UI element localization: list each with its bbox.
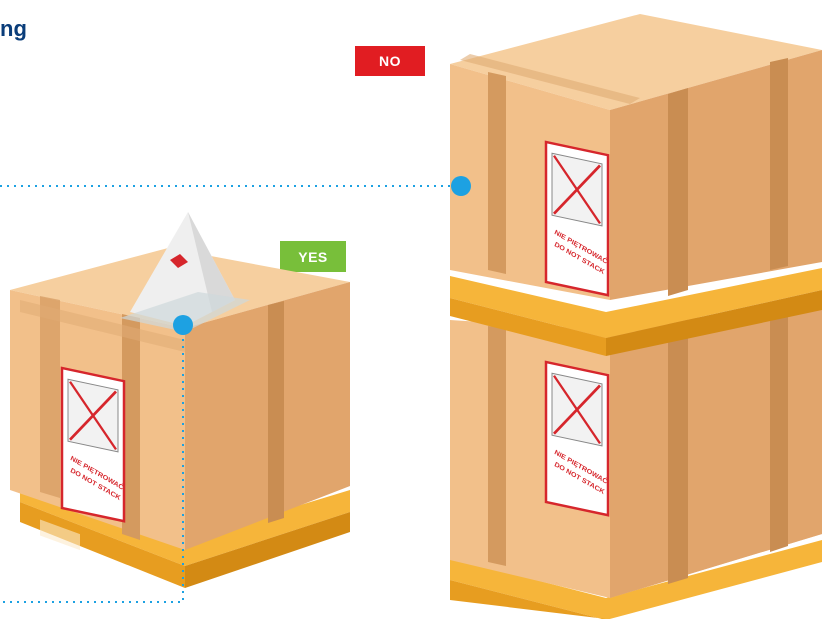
single-pallet: NIE PIĘTROWAĆ DO NOT STACK xyxy=(10,212,350,588)
no-stack-label-top: NIE PIĘTROWAĆ DO NOT STACK xyxy=(546,142,609,295)
marker-dot-no xyxy=(451,176,471,196)
stacked-pallets: NIE PIĘTROWAĆ DO NOT STACK NIE PIĘTROWAĆ… xyxy=(450,14,822,619)
no-stack-label: NIE PIĘTROWAĆ DO NOT STACK xyxy=(62,368,125,521)
no-stack-label-bottom: NIE PIĘTROWAĆ DO NOT STACK xyxy=(546,362,609,515)
marker-dot-yes xyxy=(173,315,193,335)
